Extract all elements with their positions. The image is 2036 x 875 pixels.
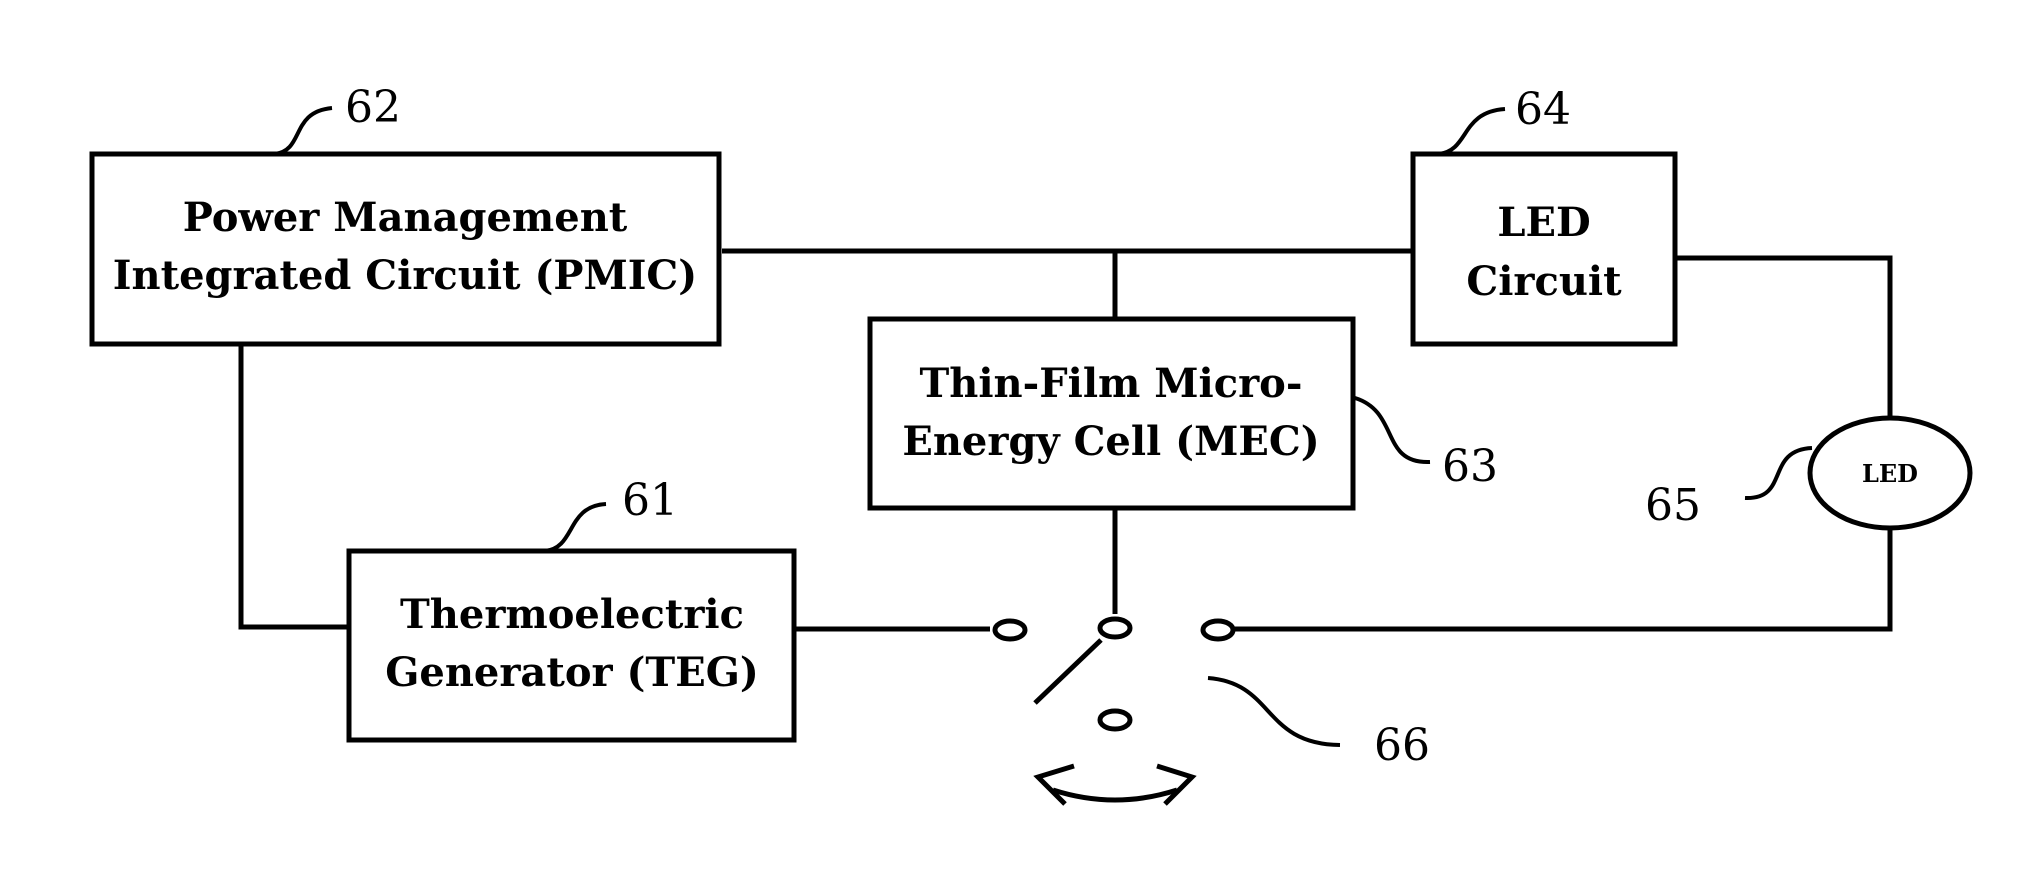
led-circuit-label-line1: LED [1497,199,1590,246]
switch-arrowhead-left [1038,766,1074,804]
teg-block: Thermoelectric Generator (TEG) [349,551,794,740]
pmic-block: Power Management Integrated Circuit (PMI… [92,154,719,344]
wire-switch-to-led [1232,528,1890,629]
ref-led-circuit: 64 [1515,84,1571,135]
ref-switch: 66 [1374,720,1430,771]
ref-pmic: 62 [345,82,401,133]
switch-arm [1035,640,1101,703]
ref-led: 65 [1645,480,1701,531]
teg-label-line2: Generator (TEG) [385,649,759,696]
teg-box [349,551,794,740]
switch-terminal-center [1100,619,1130,637]
leader-switch [1208,678,1340,745]
ref-teg: 61 [622,475,678,526]
pmic-box [92,154,719,344]
teg-label-line1: Thermoelectric [400,591,744,638]
led-circuit-box [1413,154,1675,344]
leader-mec [1355,398,1430,462]
pmic-label-line1: Power Management [183,194,628,241]
ref-mec: 63 [1442,441,1498,492]
switch-arrowhead-right [1157,766,1192,804]
switch-terminal-bottom [1100,711,1130,729]
mec-box [870,319,1353,508]
switch-rotation-arc [1053,790,1177,800]
switch-terminal-left [995,621,1025,639]
mec-label-line2: Energy Cell (MEC) [902,418,1319,465]
switch [995,619,1233,804]
wire-led-circuit-to-led [1672,258,1890,418]
wire-pmic-to-teg [241,344,349,627]
switch-terminal-right [1203,621,1233,639]
led-element: LED [1810,418,1970,528]
leader-led [1745,448,1812,498]
leader-led-circuit [1439,109,1505,154]
mec-block: Thin-Film Micro- Energy Cell (MEC) [870,319,1353,508]
leader-teg [545,504,606,551]
led-label: LED [1862,459,1918,488]
leader-pmic [275,108,332,154]
led-circuit-block: LED Circuit [1413,154,1675,344]
led-circuit-label-line2: Circuit [1466,258,1622,305]
pmic-label-line2: Integrated Circuit (PMIC) [113,252,697,299]
mec-label-line1: Thin-Film Micro- [920,360,1303,407]
